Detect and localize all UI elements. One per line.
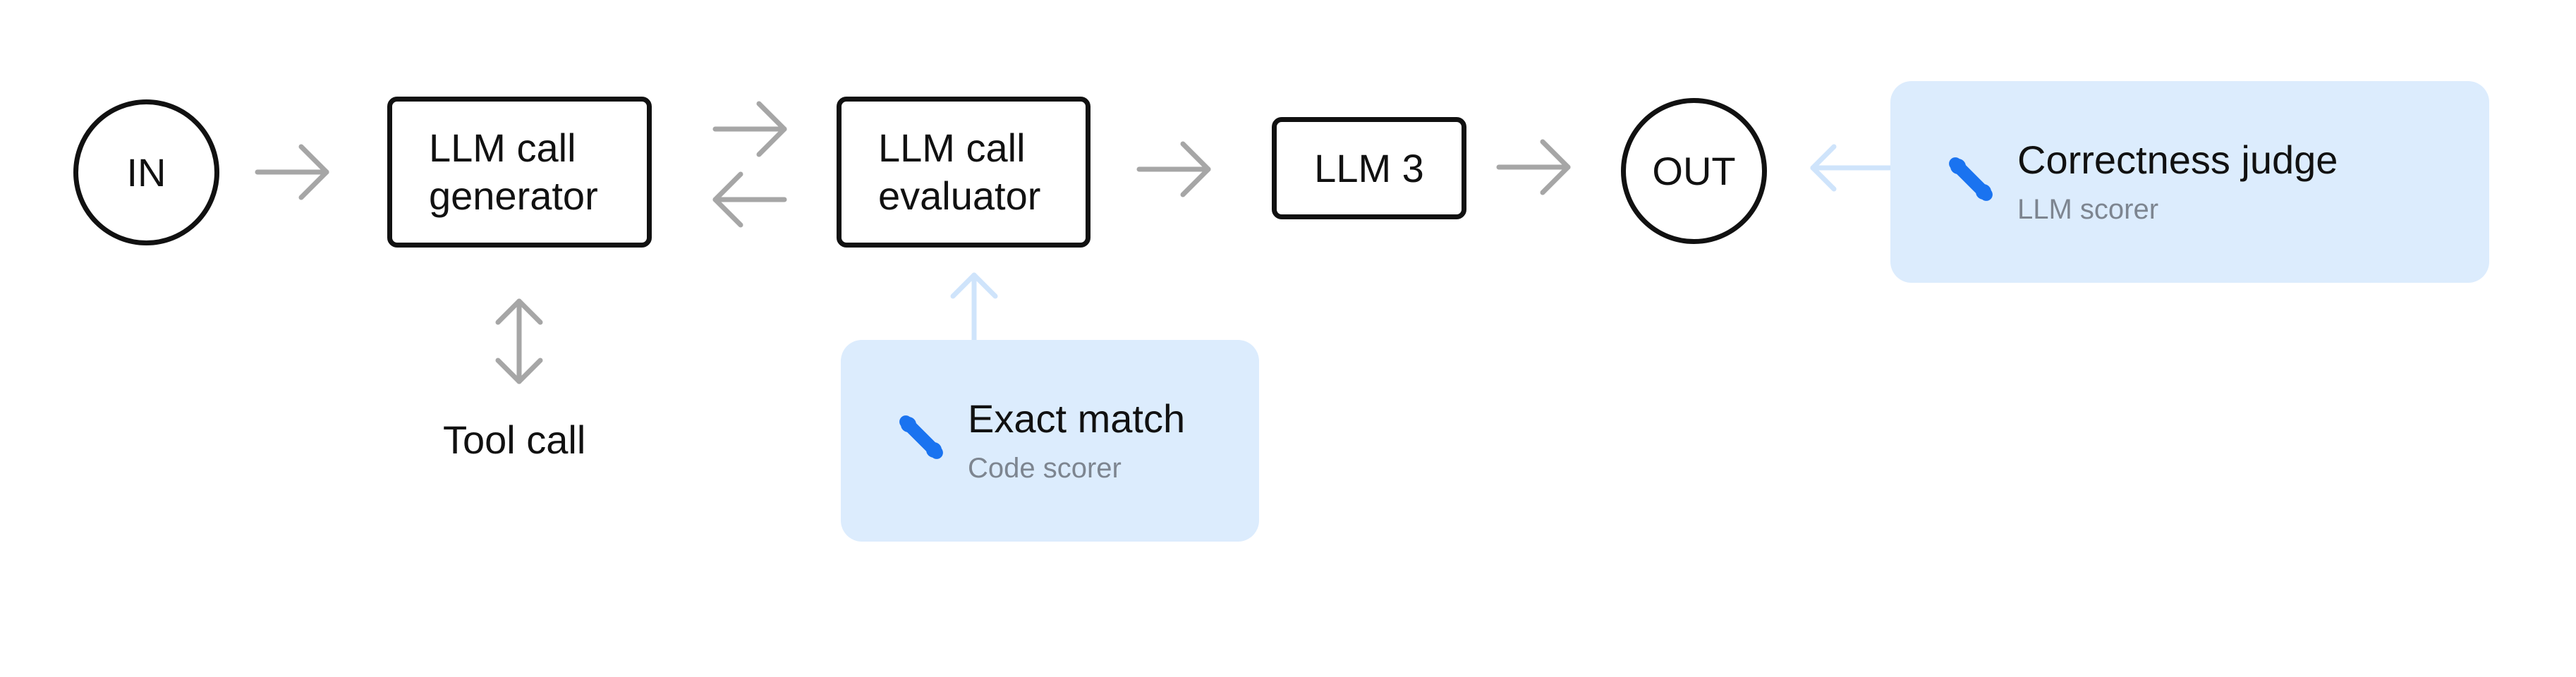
node-out: OUT bbox=[1621, 98, 1767, 244]
node-out-label: OUT bbox=[1652, 148, 1736, 193]
scorer-title: Correctness judge bbox=[2017, 138, 2338, 182]
arrow-exact-match-to-evaluator bbox=[950, 272, 998, 343]
percent-icon bbox=[899, 415, 943, 459]
node-llm-3: LLM 3 bbox=[1272, 117, 1466, 219]
node-llm-call-generator: LLM call generator bbox=[387, 97, 652, 248]
arrow-generator-to-evaluator bbox=[712, 101, 787, 157]
node-in: IN bbox=[73, 99, 219, 245]
node-generator-label: LLM call generator bbox=[429, 126, 598, 218]
node-evaluator-label: LLM call evaluator bbox=[878, 126, 1041, 218]
scorer-exact-match: Exact match Code scorer bbox=[841, 340, 1259, 542]
arrow-correctness-judge-to-out bbox=[1810, 144, 1893, 192]
arrow-llm3-to-out bbox=[1496, 139, 1571, 195]
node-llm3-label: LLM 3 bbox=[1314, 145, 1424, 190]
node-in-label: IN bbox=[126, 150, 166, 195]
scorer-title: Exact match bbox=[968, 396, 1186, 441]
arrow-evaluator-to-generator bbox=[712, 171, 787, 228]
arrow-evaluator-to-llm3 bbox=[1136, 141, 1211, 197]
arrow-generator-tool-call-bidirectional bbox=[495, 298, 543, 384]
arrow-in-to-generator bbox=[255, 144, 329, 200]
scorer-subtitle: Code scorer bbox=[968, 453, 1122, 484]
node-llm-call-evaluator: LLM call evaluator bbox=[837, 97, 1090, 248]
percent-icon bbox=[1949, 157, 1993, 201]
scorer-subtitle: LLM scorer bbox=[2017, 194, 2159, 225]
scorer-correctness-judge: Correctness judge LLM scorer bbox=[1890, 81, 2489, 283]
tool-call-label: Tool call bbox=[443, 417, 586, 462]
